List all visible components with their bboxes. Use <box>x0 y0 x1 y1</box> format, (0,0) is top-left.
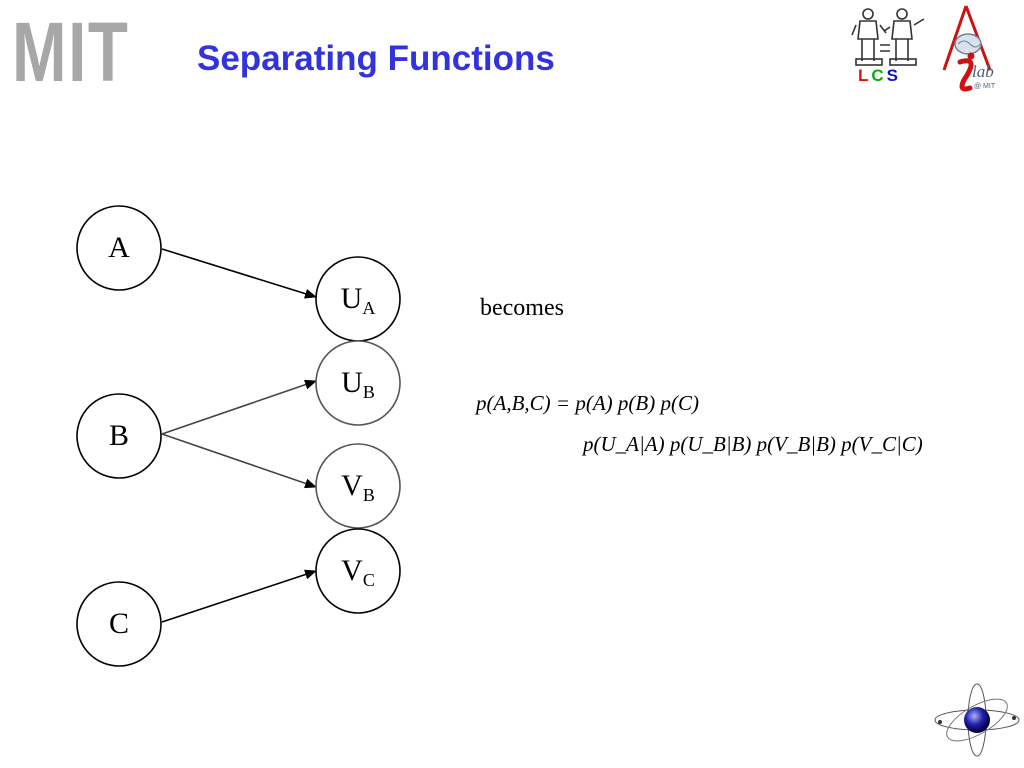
node-ub-label: UB <box>313 366 403 409</box>
node-b <box>76 393 162 479</box>
becomes-text: becomes <box>480 295 564 321</box>
node-c-label: C <box>74 607 164 641</box>
node-ub <box>315 340 401 426</box>
node-c <box>76 581 162 667</box>
edge-b-ub <box>161 379 317 435</box>
node-ub-subscript: B <box>362 382 375 402</box>
node-vb-label: VB <box>313 469 403 512</box>
edge-c-vc <box>161 569 317 623</box>
lcs-letter-l: L <box>858 66 872 85</box>
node-b-label: B <box>74 419 164 453</box>
node-vc-subscript: C <box>362 570 375 590</box>
node-ua-label: UA <box>313 282 403 325</box>
node-vb-text: V <box>341 469 363 502</box>
node-a-text: A <box>108 231 130 264</box>
node-b-text: B <box>108 419 129 452</box>
edge-b-vb <box>161 433 317 489</box>
equation-line-1: p(A,B,C) = p(A) p(B) p(C) <box>476 391 699 415</box>
mit-logo: MIT <box>12 5 130 99</box>
node-c-text: C <box>108 607 129 640</box>
lcs-logo-text: LCS <box>858 66 901 86</box>
node-a <box>76 205 162 291</box>
lcs-letter-s: S <box>886 66 902 85</box>
node-vb <box>315 443 401 529</box>
edge-a-ua <box>161 248 317 299</box>
node-vc-label: VC <box>313 554 403 597</box>
ilab-logo-text: lab <box>972 62 994 81</box>
node-ua-subscript: A <box>362 298 376 318</box>
ilab-brain-logo-icon <box>942 5 992 92</box>
node-ua-text: U <box>340 282 363 315</box>
atom-logo-icon <box>934 683 1020 757</box>
equation-line-2: p(U_A|A) p(U_B|B) p(V_B|B) p(V_C|C) <box>583 432 923 456</box>
node-vc-text: V <box>341 554 363 587</box>
node-vc <box>315 528 401 614</box>
node-ub-text: U <box>341 366 363 399</box>
ilab-logo-subtext: @ MIT <box>974 83 996 90</box>
node-vb-subscript: B <box>362 485 375 505</box>
node-a-label: A <box>74 231 164 265</box>
lcs-letter-c: C <box>871 66 887 85</box>
slide-title: Separating Functions <box>197 39 555 78</box>
statue-logo-icon <box>851 8 925 66</box>
